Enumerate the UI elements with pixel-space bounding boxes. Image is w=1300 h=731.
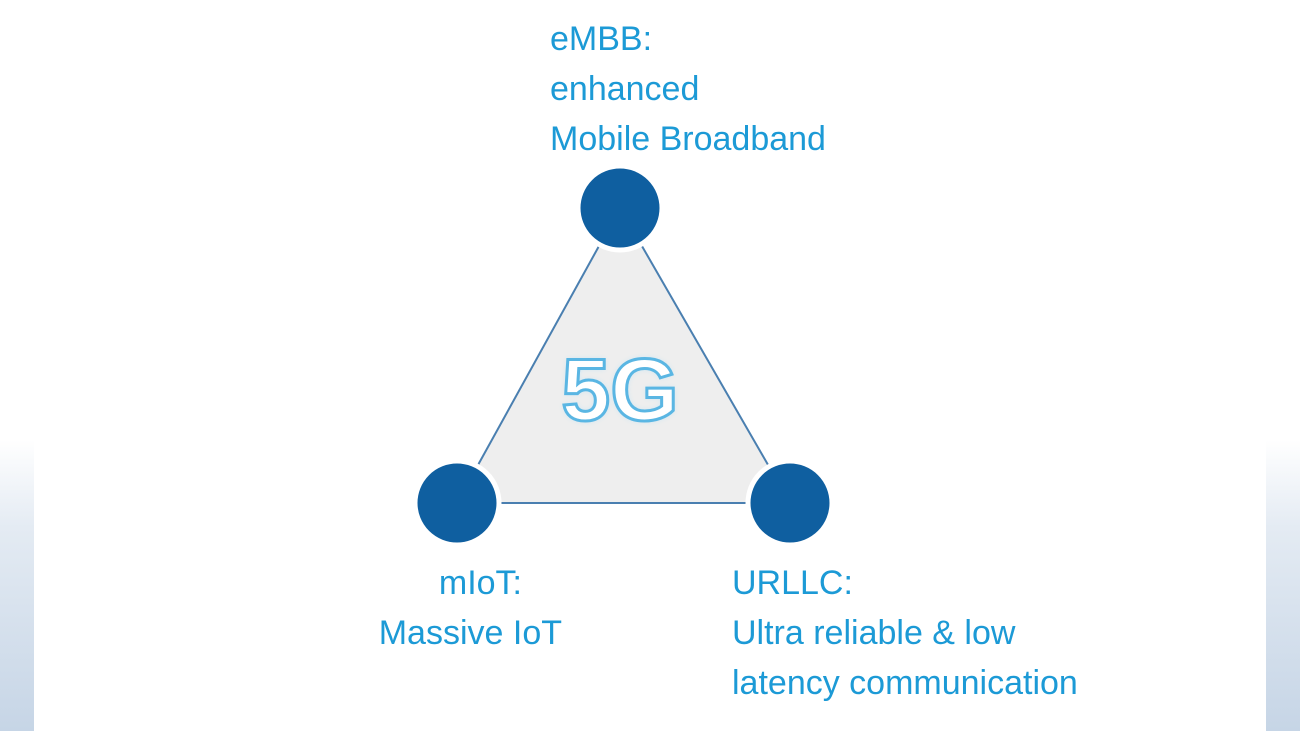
- label-embb: eMBB: enhanced Mobile Broadband: [550, 14, 826, 164]
- label-urllc-line-3: latency communication: [732, 664, 1078, 702]
- triangle-area: [457, 208, 790, 503]
- label-miot-line-1: mIoT:: [438, 564, 522, 602]
- label-miot-line-2: Massive IoT: [378, 614, 562, 652]
- center-label: 5G: [560, 339, 680, 441]
- label-miot: mIoT: Massive IoT: [338, 558, 562, 658]
- node-embb: [575, 163, 665, 253]
- node-miot: [412, 458, 502, 548]
- edge-embb-urllc: [619, 207, 791, 504]
- label-embb-line-2: enhanced: [550, 70, 700, 108]
- node-urllc: [745, 458, 835, 548]
- label-urllc-line-1: URLLC:: [732, 564, 853, 602]
- label-urllc: URLLC: Ultra reliable & low latency comm…: [732, 558, 1078, 708]
- right-background-band: [1266, 440, 1300, 731]
- label-urllc-line-2: Ultra reliable & low: [732, 614, 1016, 652]
- label-embb-line-1: eMBB:: [550, 20, 653, 58]
- left-background-band: [0, 440, 34, 731]
- label-embb-line-3: Mobile Broadband: [550, 120, 826, 158]
- edge-embb-miot: [456, 207, 621, 504]
